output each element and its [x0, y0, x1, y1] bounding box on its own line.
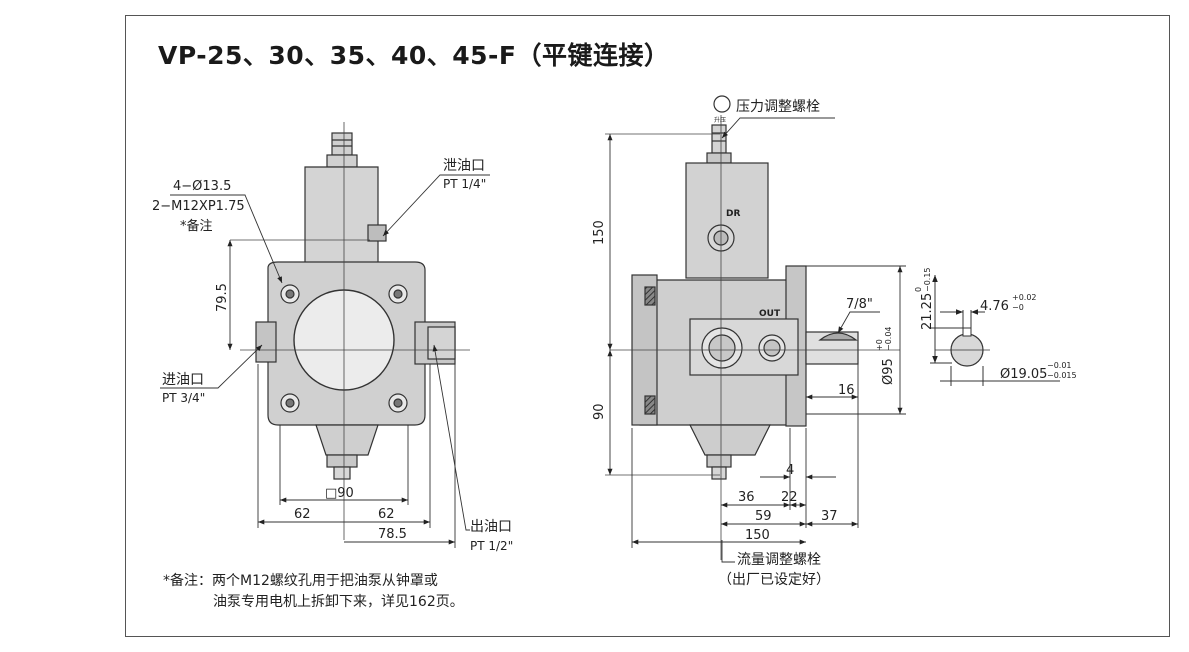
pressure-adjust-icon — [713, 95, 731, 113]
key-detail-view — [930, 275, 1060, 386]
side-dimensions — [607, 134, 906, 548]
side-lower-housing — [689, 424, 771, 456]
dim-shaft-dia-tol-lower: −0.04 — [884, 326, 893, 351]
holes-label-2: 2−M12XP1.75 — [152, 199, 245, 214]
dim-16: 16 — [838, 383, 855, 398]
inlet-boss — [255, 321, 277, 363]
pressure-screw — [711, 124, 727, 154]
pressure-icon-text: 升压 — [714, 116, 726, 124]
outlet-port-thread: PT 1/2" — [470, 539, 513, 553]
front-upper-body — [304, 166, 379, 271]
flow-screw — [711, 466, 727, 480]
dim-key-height: 21.25 — [920, 293, 935, 330]
drawing-title: VP-25、30、35、40、45-F（平键连接） — [158, 41, 670, 70]
inlet-port-label: 进油口 — [162, 372, 204, 388]
dim-shaft-tol-lower: −0.015 — [1047, 371, 1077, 380]
front-dimensions — [227, 240, 456, 548]
front-top-nut — [326, 154, 358, 168]
side-view — [605, 95, 906, 563]
out-port-label: OUT — [759, 309, 781, 319]
flow-screw-note: （出厂已设定好） — [718, 572, 830, 588]
dim-37: 37 — [821, 509, 838, 524]
drain-port-label: 泄油口 — [443, 158, 485, 174]
dim-key-height-tol-lower: −0.15 — [923, 267, 932, 292]
dim-thread-7-8: 7/8" — [846, 297, 873, 312]
drain-port-fitting — [367, 224, 387, 242]
dim-36: 36 — [738, 490, 755, 505]
flow-screw-label: 流量调整螺栓 — [737, 552, 821, 568]
dim-22: 22 — [781, 490, 798, 505]
front-lower-body — [315, 424, 379, 456]
front-bottom-nut — [326, 454, 358, 468]
dim-key-height-tol-upper: 0 — [914, 287, 923, 292]
dim-shaft-diameter: Ø19.05 — [1000, 367, 1047, 382]
bolt-holes — [280, 284, 408, 413]
footnote: *备注：两个M12螺纹孔用于把油泵从钟罩或 油泵专用电机上拆卸下来，详见162页… — [163, 571, 464, 613]
dim-key-width: 4.76 — [980, 299, 1009, 314]
holes-label-1: 4−Ø13.5 — [173, 179, 231, 194]
dr-port-label: DR — [726, 209, 740, 219]
side-upper-housing — [685, 162, 769, 279]
dim-shaft-tol-upper: −0.01 — [1047, 361, 1072, 370]
dim-left-62: 62 — [294, 507, 311, 522]
dim-key-width-tol-lower: −0 — [1012, 303, 1024, 312]
drawing-frame — [125, 15, 1170, 637]
holes-note-ref: *备注 — [180, 218, 213, 234]
footnote-line-1: *备注：两个M12螺纹孔用于把油泵从钟罩或 — [163, 573, 438, 589]
front-view — [160, 122, 490, 548]
dim-height-79-5: 79.5 — [215, 283, 230, 312]
dim-90-vertical: 90 — [592, 403, 607, 420]
dim-shaft-dia-95: Ø95 — [881, 358, 896, 385]
front-top-screw — [331, 132, 353, 156]
side-leaders — [721, 117, 880, 563]
dim-square-90: □90 — [325, 486, 354, 501]
dim-shaft-dia-tol-upper: +0 — [875, 339, 884, 351]
dim-key-width-tol-upper: +0.02 — [1012, 293, 1037, 302]
dim-outlet-78-5: 78.5 — [378, 527, 407, 542]
footnote-line-2: 油泵专用电机上拆卸下来，详见162页。 — [213, 594, 464, 610]
dim-4: 4 — [786, 463, 794, 478]
pressure-screw-label: 压力调整螺栓 — [736, 99, 820, 115]
dim-59: 59 — [755, 509, 772, 524]
drain-port-thread: PT 1/4" — [443, 177, 486, 191]
dim-150-vertical: 150 — [592, 220, 607, 245]
front-leaders — [160, 174, 490, 531]
outlet-port-label: 出油口 — [470, 519, 512, 535]
dim-right-62: 62 — [378, 507, 395, 522]
inlet-port-thread: PT 3/4" — [162, 391, 205, 405]
dim-150-horizontal: 150 — [745, 528, 770, 543]
